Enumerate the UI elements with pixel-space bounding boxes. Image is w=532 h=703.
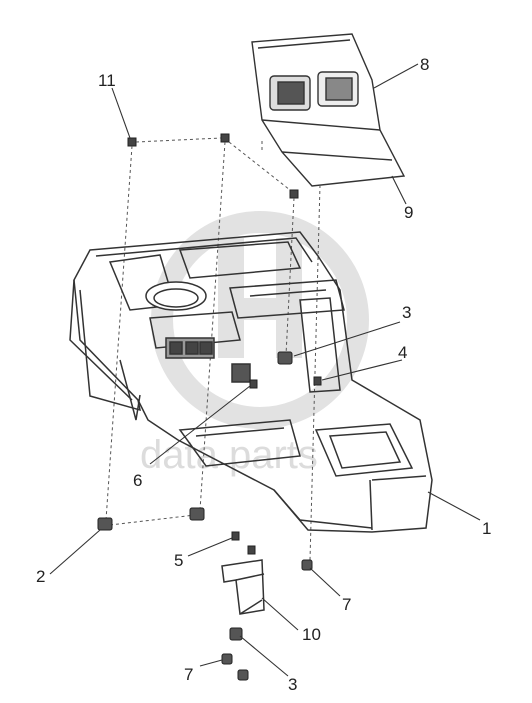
callout-2: 2 [36, 567, 45, 586]
callout-6: 6 [133, 471, 142, 490]
callout-9: 9 [404, 203, 413, 222]
watermark-logo [151, 211, 369, 429]
part-11-screws [127, 133, 299, 199]
callout-1: 1 [482, 519, 491, 538]
callout-7-left: 7 [184, 665, 193, 684]
callout-7-right: 7 [342, 595, 351, 614]
watermark-text: data parts [140, 433, 318, 477]
callout-3-lower: 3 [288, 675, 297, 694]
leader-lines [49, 63, 481, 677]
part-2-fasteners [97, 507, 205, 531]
part-5-screws [231, 531, 256, 555]
part-3-fasteners [229, 351, 293, 641]
part-6-screw [249, 379, 258, 389]
part-1-console-body [69, 231, 433, 533]
callout-10: 10 [302, 625, 321, 644]
callout-5: 5 [174, 551, 183, 570]
callout-11: 11 [98, 71, 116, 90]
callout-3-upper: 3 [402, 303, 411, 322]
callout-8: 8 [420, 55, 429, 74]
screw-guide-lines [105, 137, 321, 561]
part-8-cover-panel [251, 33, 406, 187]
part-7-nuts [221, 559, 313, 681]
callout-4: 4 [398, 343, 407, 362]
part-4-screw [313, 376, 322, 386]
part-10-bracket [221, 559, 265, 615]
